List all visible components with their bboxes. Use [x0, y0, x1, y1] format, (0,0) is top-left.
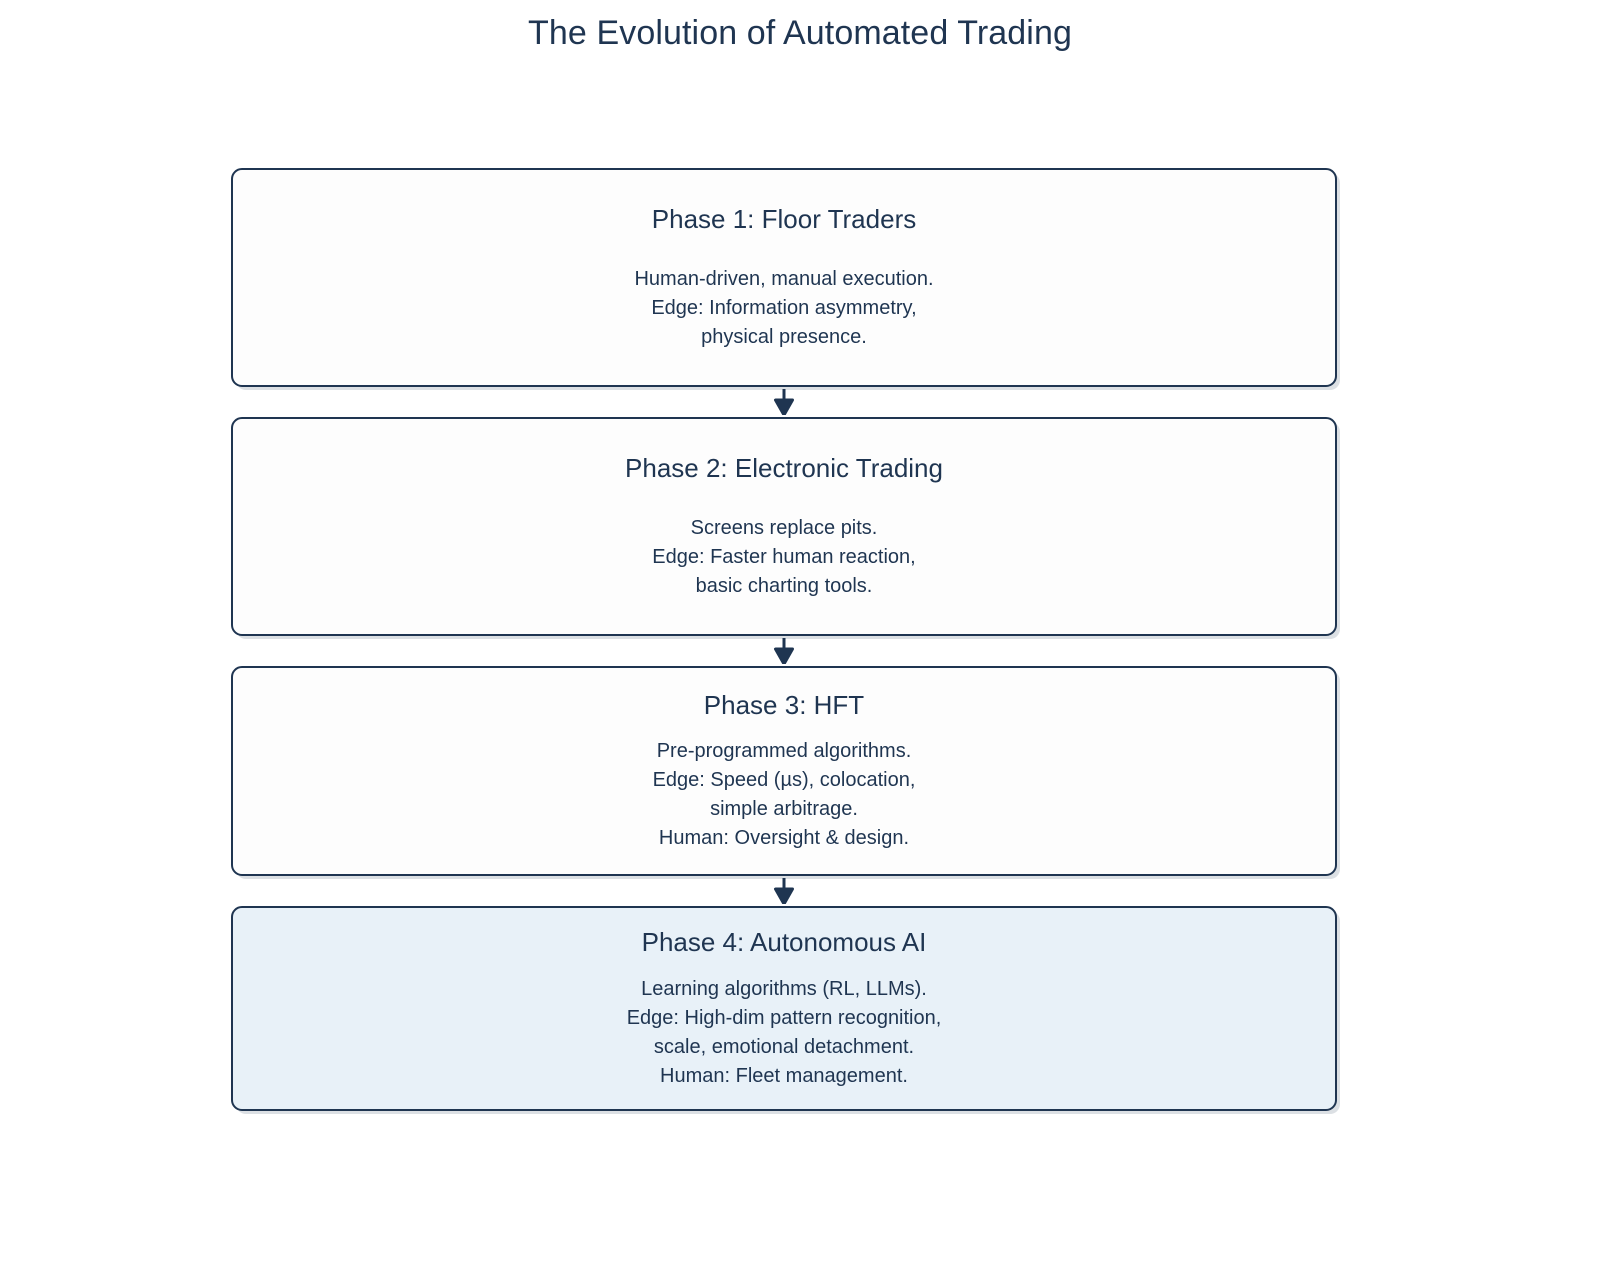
arrow-down-icon: [774, 878, 794, 904]
node-phase-3[interactable]: Phase 3: HFT Pre-programmed algorithms. …: [231, 666, 1337, 876]
arrow-down-icon: [774, 389, 794, 415]
node-body: Screens replace pits. Edge: Faster human…: [652, 517, 916, 598]
node-title: Phase 2: Electronic Trading: [625, 452, 943, 483]
node-phase-4[interactable]: Phase 4: Autonomous AI Learning algorith…: [231, 906, 1337, 1111]
arrow-down-icon: [774, 638, 794, 664]
node-phase-2[interactable]: Phase 2: Electronic Trading Screens repl…: [231, 417, 1337, 636]
node-body: Pre-programmed algorithms. Edge: Speed (…: [652, 740, 916, 850]
node-title: Phase 4: Autonomous AI: [641, 926, 927, 957]
node-title: Phase 1: Floor Traders: [651, 203, 917, 234]
node-body: Human-driven, manual execution. Edge: In…: [634, 268, 934, 349]
node-phase-1[interactable]: Phase 1: Floor Traders Human-driven, man…: [231, 168, 1337, 387]
node-body: Learning algorithms (RL, LLMs). Edge: Hi…: [626, 978, 942, 1088]
connector-phase-2-to-phase-3: [231, 636, 1337, 666]
flowchart: Phase 1: Floor Traders Human-driven, man…: [231, 168, 1337, 1111]
connector-phase-3-to-phase-4: [231, 876, 1337, 906]
connector-phase-1-to-phase-2: [231, 387, 1337, 417]
node-title: Phase 3: HFT: [703, 689, 865, 720]
page-title: The Evolution of Automated Trading: [528, 14, 1072, 52]
